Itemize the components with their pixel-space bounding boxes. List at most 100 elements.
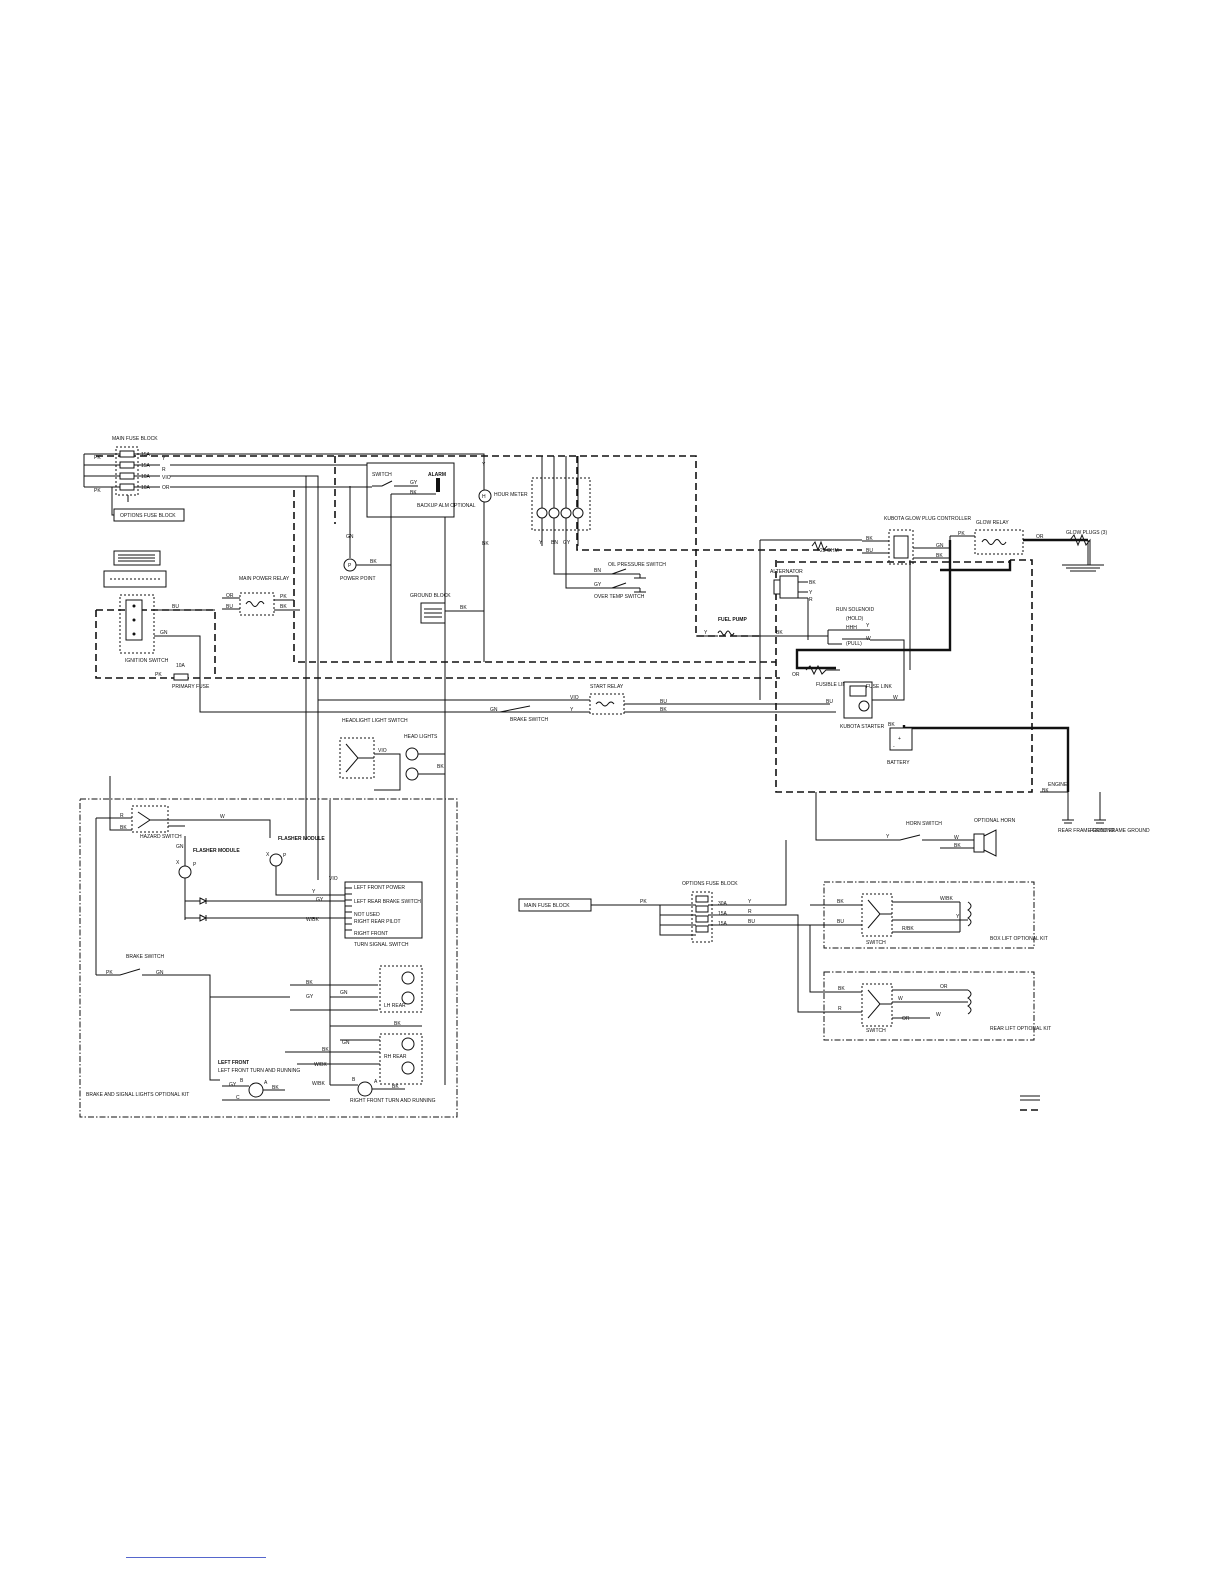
svg-text:IGNITION SWITCH: IGNITION SWITCH <box>125 658 169 664</box>
svg-text:BU: BU <box>660 699 667 705</box>
svg-text:BK: BK <box>120 825 127 831</box>
line-type-legend <box>1020 1095 1040 1111</box>
svg-text:GY: GY <box>563 540 571 546</box>
alternator: ALTERNATOR BK Y R 25 OHM <box>770 540 839 603</box>
svg-text:W/BK: W/BK <box>312 1081 325 1087</box>
svg-text:Y: Y <box>704 630 708 636</box>
svg-text:FUSIBLE LINK: FUSIBLE LINK <box>816 682 850 688</box>
svg-text:LH REAR: LH REAR <box>384 1003 406 1009</box>
svg-text:BK: BK <box>394 1021 401 1027</box>
svg-text:BN: BN <box>551 540 558 546</box>
svg-text:FLASHER MODULE: FLASHER MODULE <box>278 836 325 842</box>
svg-text:GN: GN <box>156 970 164 976</box>
svg-text:(PULL): (PULL) <box>846 641 862 647</box>
svg-text:BRAKE SWITCH: BRAKE SWITCH <box>126 954 164 960</box>
svg-text:R: R <box>748 909 752 915</box>
glow-plug-controller: KUBOTA GLOW PLUG CONTROLLER BK BU GN BK <box>862 516 972 565</box>
svg-text:BK: BK <box>306 980 313 986</box>
heavy-cables <box>795 540 1070 792</box>
svg-text:Y: Y <box>482 462 486 468</box>
svg-text:GLOW RELAY: GLOW RELAY <box>976 520 1009 526</box>
svg-text:10A: 10A <box>141 474 151 480</box>
rear-lift-kit: BK R OR W OR W SWITCH REAR LIFT OPTIONAL… <box>823 971 1051 1041</box>
svg-text:GN: GN <box>160 630 168 636</box>
main-power-relay: MAIN POWER RELAY OR BU PK BK <box>222 576 300 616</box>
switch-position-legend <box>103 550 167 588</box>
svg-text:H: H <box>482 494 486 500</box>
svg-text:FUEL PUMP: FUEL PUMP <box>718 617 747 623</box>
svg-text:PK: PK <box>640 899 647 905</box>
svg-text:FUSE LINK: FUSE LINK <box>866 684 893 690</box>
svg-text:BK: BK <box>776 630 783 636</box>
svg-text:BOX LIFT OPTIONAL KIT: BOX LIFT OPTIONAL KIT <box>990 936 1048 942</box>
svg-text:BK: BK <box>437 764 444 770</box>
svg-text:X: X <box>266 852 270 858</box>
primary-fuse: 10A PRIMARY FUSE PK <box>155 663 210 690</box>
svg-text:POWER POINT: POWER POINT <box>340 576 376 582</box>
svg-text:START RELAY: START RELAY <box>590 684 624 690</box>
svg-text:OR: OR <box>792 672 800 678</box>
svg-text:W/BK: W/BK <box>940 896 953 902</box>
svg-text:PK: PK <box>94 488 101 494</box>
svg-text:BN: BN <box>594 568 601 574</box>
svg-text:BK: BK <box>1042 788 1049 794</box>
svg-text:RIGHT REAR PILOT: RIGHT REAR PILOT <box>354 919 401 925</box>
svg-text:B: B <box>352 1077 356 1083</box>
svg-text:LEFT FRONT: LEFT FRONT <box>218 1060 249 1066</box>
svg-text:RH REAR: RH REAR <box>384 1054 407 1060</box>
svg-text:BK: BK <box>888 722 895 728</box>
svg-text:Y: Y <box>809 590 813 596</box>
svg-text:BACKUP ALM OPTIONAL: BACKUP ALM OPTIONAL <box>417 503 476 509</box>
svg-text:30A: 30A <box>718 901 728 907</box>
svg-text:10A: 10A <box>141 485 151 491</box>
horn: HORN SWITCH OPTIONAL HORN Y W BK <box>815 792 1016 857</box>
svg-text:Y: Y <box>570 707 574 713</box>
svg-text:OVER TEMP SWITCH: OVER TEMP SWITCH <box>594 594 645 600</box>
svg-text:10A: 10A <box>176 663 186 669</box>
ground-block: GROUND BLOCK BK <box>410 593 484 624</box>
svg-text:MAIN FUSE BLOCK: MAIN FUSE BLOCK <box>112 436 158 442</box>
svg-text:B: B <box>240 1078 244 1084</box>
svg-text:R/BK: R/BK <box>902 926 914 932</box>
svg-text:VIO: VIO <box>378 748 387 754</box>
svg-text:BU: BU <box>837 919 844 925</box>
svg-text:GN: GN <box>340 990 348 996</box>
svg-text:TURN SIGNAL SWITCH: TURN SIGNAL SWITCH <box>354 942 409 948</box>
svg-text:+: + <box>898 736 901 742</box>
svg-text:BK: BK <box>954 843 961 849</box>
svg-text:PK: PK <box>155 672 162 678</box>
ignition-switch: IGNITION SWITCH GN BU <box>119 594 570 713</box>
options-fuse-block-ref-box <box>113 508 185 522</box>
svg-text:P: P <box>283 853 287 859</box>
svg-text:ALTERNATOR: ALTERNATOR <box>770 569 803 575</box>
svg-text:X: X <box>176 860 180 866</box>
start-relay: START RELAY VIO Y BU BK <box>570 684 836 715</box>
svg-text:GY: GY <box>306 994 314 1000</box>
svg-text:Y: Y <box>866 623 870 629</box>
main-feed-wires <box>160 453 570 1080</box>
fusible-link: FUSIBLE LINK OR <box>792 664 850 688</box>
svg-text:BK: BK <box>482 541 489 547</box>
svg-text:BK: BK <box>322 1047 329 1053</box>
svg-text:GLOW PLUGS (3): GLOW PLUGS (3) <box>1066 530 1107 536</box>
run-solenoid: RUN SOLENOID (HOLD) HHH (PULL) Y W <box>790 607 874 647</box>
svg-text:OIL PRESSURE SWITCH: OIL PRESSURE SWITCH <box>608 562 666 568</box>
engine-senders: Y BN GY BN GY OIL PRESSURE SWITCH OVER T… <box>531 456 666 600</box>
svg-text:W: W <box>936 1012 941 1018</box>
svg-text:FLASHER MODULE: FLASHER MODULE <box>193 848 240 854</box>
svg-text:REAR LIFT OPTIONAL KIT: REAR LIFT OPTIONAL KIT <box>990 1026 1051 1032</box>
svg-text:BU: BU <box>748 919 755 925</box>
svg-text:W: W <box>220 814 225 820</box>
svg-text:PK: PK <box>958 531 965 537</box>
svg-text:BK: BK <box>837 899 844 905</box>
svg-text:Y: Y <box>539 540 543 546</box>
svg-text:BRAKE AND SIGNAL LIGHTS OPTION: BRAKE AND SIGNAL LIGHTS OPTIONAL KIT <box>86 1092 189 1098</box>
svg-text:HORN SWITCH: HORN SWITCH <box>906 821 942 827</box>
svg-text:BRAKE SWITCH: BRAKE SWITCH <box>510 717 548 723</box>
svg-text:HEAD LIGHTS: HEAD LIGHTS <box>404 734 438 740</box>
svg-text:GN: GN <box>342 1040 350 1046</box>
backup-alarm-group: SWITCH GY BK ALARM BACKUP ALM OPTIONAL <box>348 462 476 662</box>
svg-text:BK: BK <box>866 536 873 542</box>
svg-text:MAIN POWER RELAY: MAIN POWER RELAY <box>239 576 290 582</box>
